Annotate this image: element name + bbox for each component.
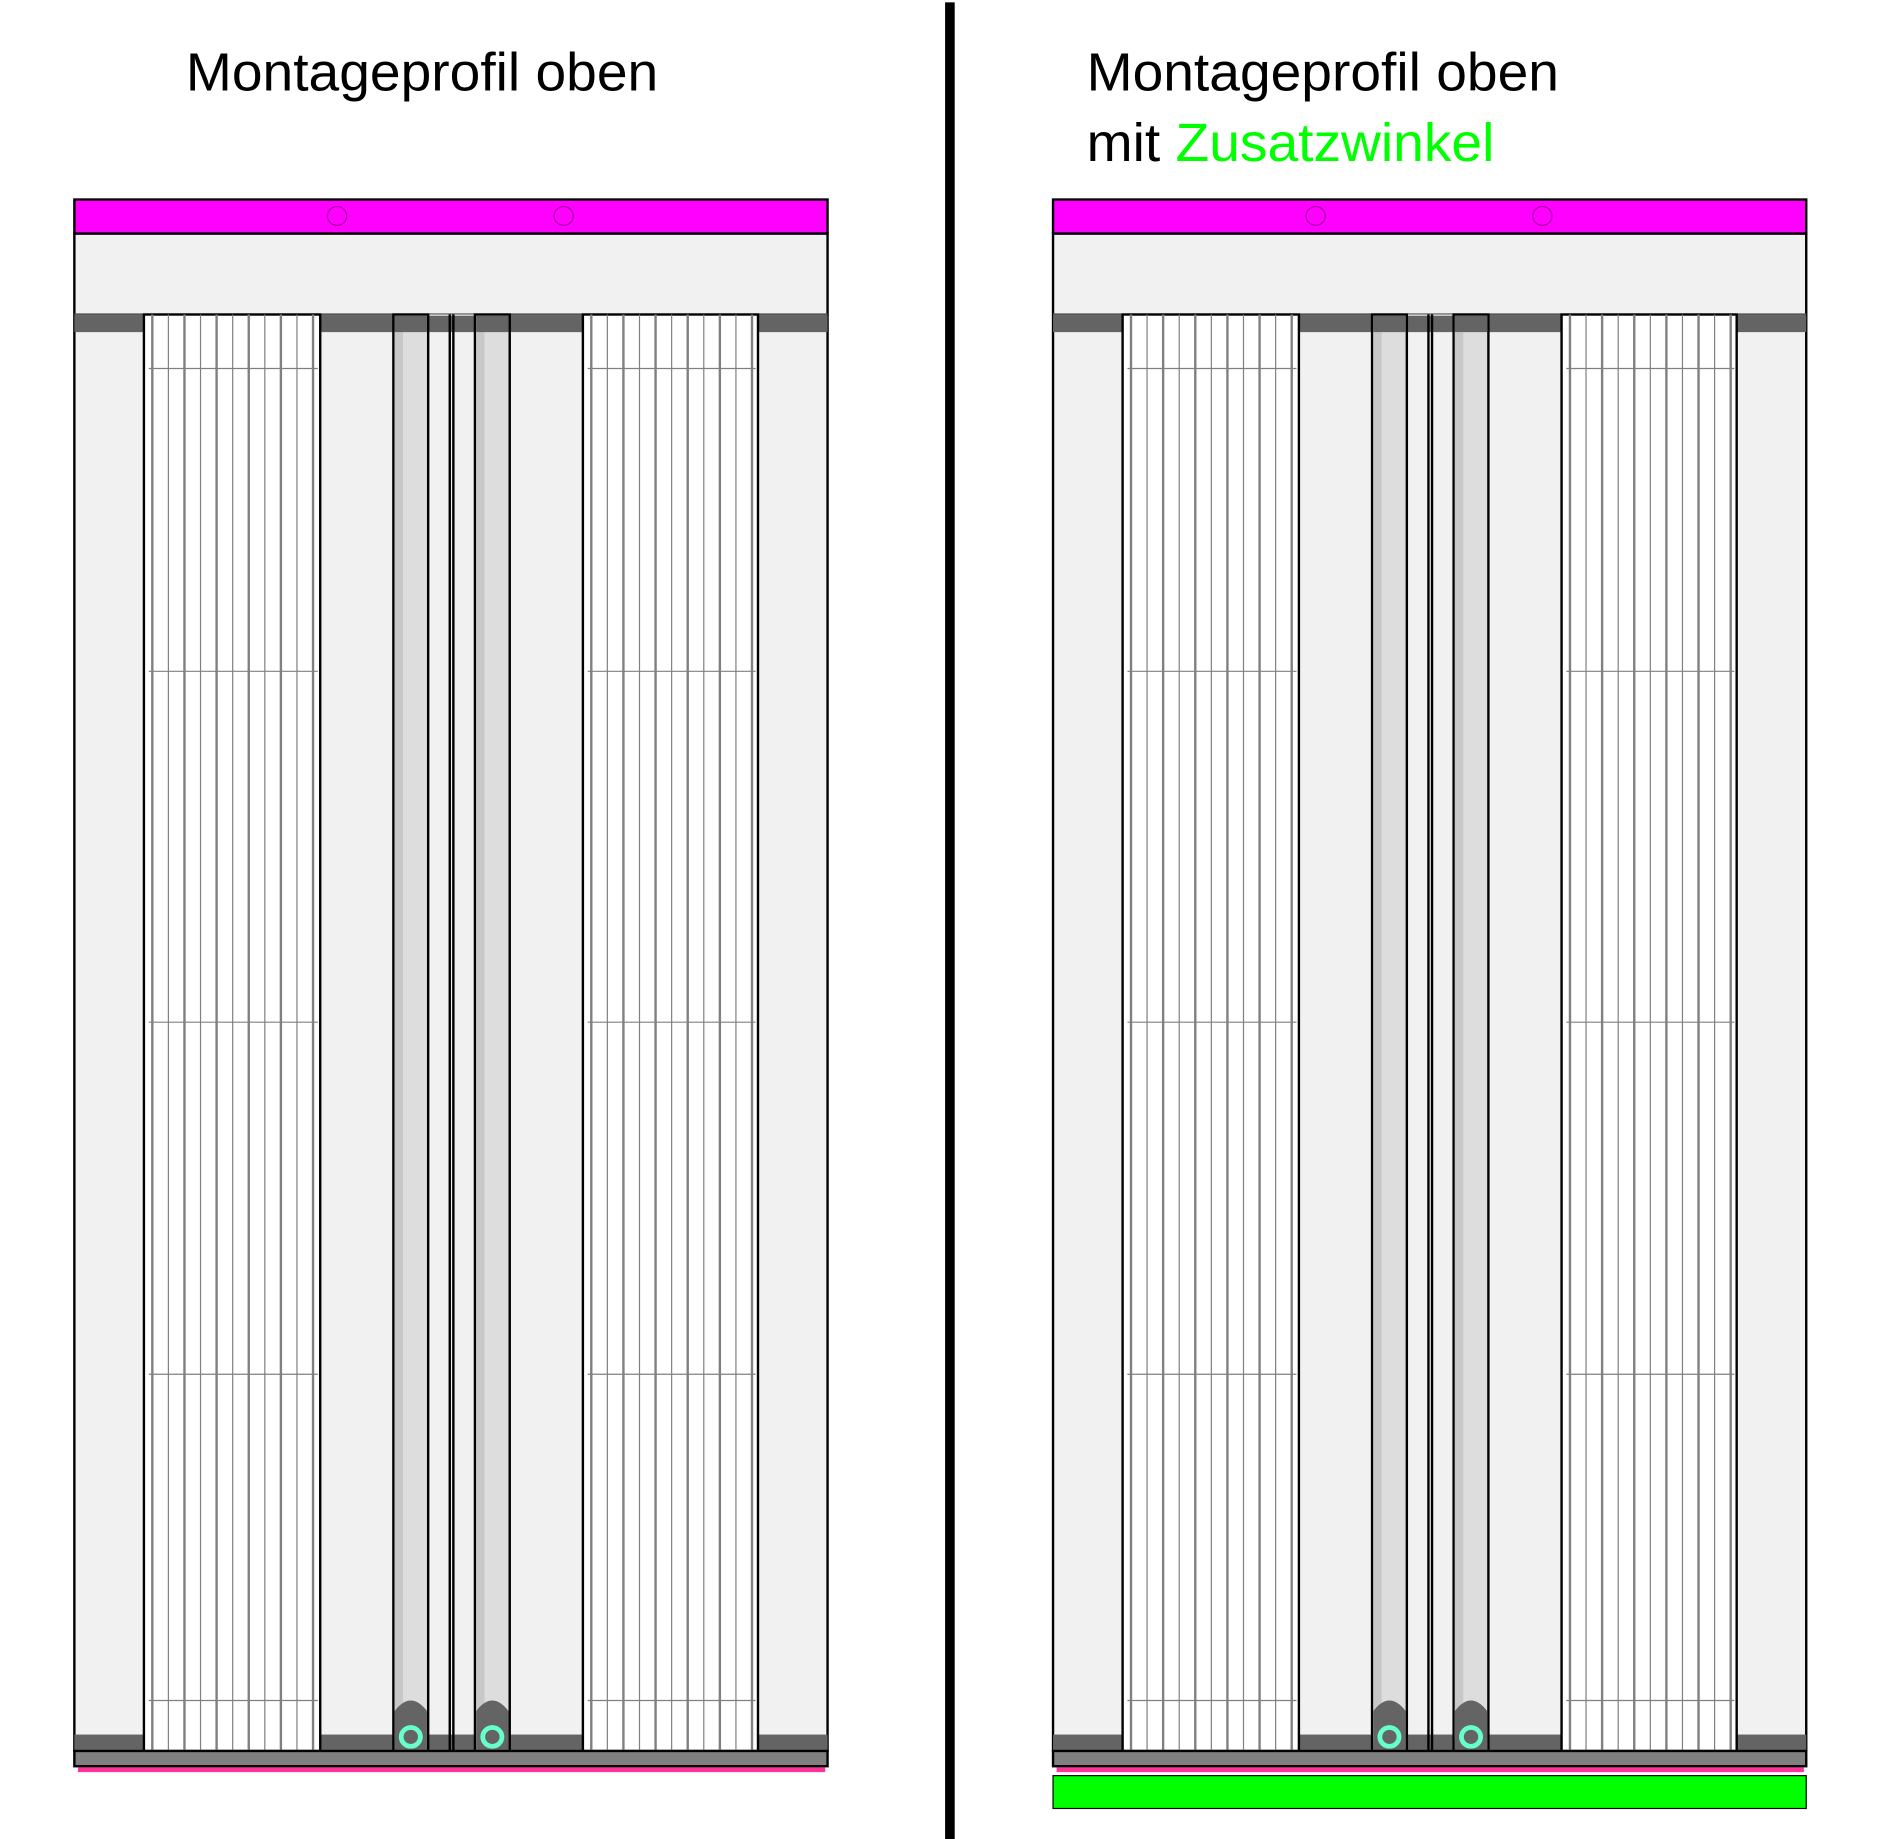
pleated-screen bbox=[1121, 313, 1301, 1753]
bottom-rail bbox=[73, 1749, 829, 1768]
bottom-rail bbox=[1051, 1749, 1808, 1768]
bottom-seal bbox=[77, 1767, 826, 1773]
top-dark-band bbox=[1736, 315, 1807, 333]
panel-without-angle bbox=[73, 198, 829, 1773]
right-title-line1: Montageprofil oben bbox=[1087, 42, 1559, 102]
handle-ring-icon bbox=[1377, 1725, 1402, 1749]
bottom-dark-band bbox=[509, 1734, 583, 1751]
screw-hole-icon bbox=[326, 205, 348, 226]
pleated-screen bbox=[581, 313, 760, 1753]
profile-top-cap bbox=[1454, 315, 1488, 333]
right-title-highlight: Zusatzwinkel bbox=[1176, 112, 1495, 172]
profile-top-cap bbox=[394, 315, 427, 333]
bottom-dark-band bbox=[757, 1734, 828, 1751]
top-dark-band bbox=[1053, 315, 1123, 333]
mounting-profile-top bbox=[1051, 198, 1808, 235]
top-dark-band bbox=[509, 315, 583, 333]
top-dark-band bbox=[74, 315, 144, 333]
screw-hole-icon bbox=[1305, 205, 1326, 226]
profile-shade bbox=[1373, 332, 1382, 1741]
right-title-prefix: mit bbox=[1087, 112, 1161, 172]
handle-ring-icon bbox=[1459, 1725, 1484, 1749]
bottom-dark-band bbox=[1298, 1734, 1373, 1751]
center-bottom-band bbox=[1406, 1734, 1454, 1751]
bottom-dark-band bbox=[1736, 1734, 1807, 1751]
panel-with-angle bbox=[1051, 198, 1808, 1810]
profile-shade bbox=[1454, 332, 1464, 1741]
divider-line bbox=[945, 2, 955, 1839]
extra-angle-bracket bbox=[1052, 1775, 1807, 1810]
handle-ring-icon bbox=[480, 1725, 505, 1749]
right-title-line2: mit Zusatzwinkel bbox=[1087, 112, 1495, 172]
screw-hole-icon bbox=[1532, 205, 1553, 226]
top-dark-band bbox=[1298, 315, 1373, 333]
center-top-band bbox=[428, 315, 475, 333]
profile-shade bbox=[476, 332, 485, 1741]
bottom-dark-band bbox=[74, 1734, 144, 1751]
top-dark-band bbox=[757, 315, 828, 333]
bottom-seal bbox=[1056, 1767, 1804, 1773]
screw-hole-icon bbox=[553, 205, 574, 226]
profile-top-cap bbox=[1373, 315, 1406, 333]
bottom-dark-band bbox=[1053, 1734, 1123, 1751]
center-bottom-band bbox=[428, 1734, 475, 1751]
center-gap bbox=[1406, 314, 1454, 1751]
mounting-profile-top bbox=[73, 198, 829, 235]
top-dark-band bbox=[320, 315, 394, 333]
profile-top-cap bbox=[476, 315, 509, 333]
center-top-band bbox=[1406, 315, 1454, 333]
profile-shade bbox=[394, 332, 403, 1741]
handle-ring-icon bbox=[398, 1725, 423, 1749]
left-title: Montageprofil oben bbox=[186, 42, 658, 102]
pleated-screen bbox=[1560, 313, 1738, 1753]
top-dark-band bbox=[1488, 315, 1562, 333]
bottom-dark-band bbox=[320, 1734, 394, 1751]
bottom-dark-band bbox=[1488, 1734, 1562, 1751]
center-gap bbox=[428, 314, 475, 1751]
